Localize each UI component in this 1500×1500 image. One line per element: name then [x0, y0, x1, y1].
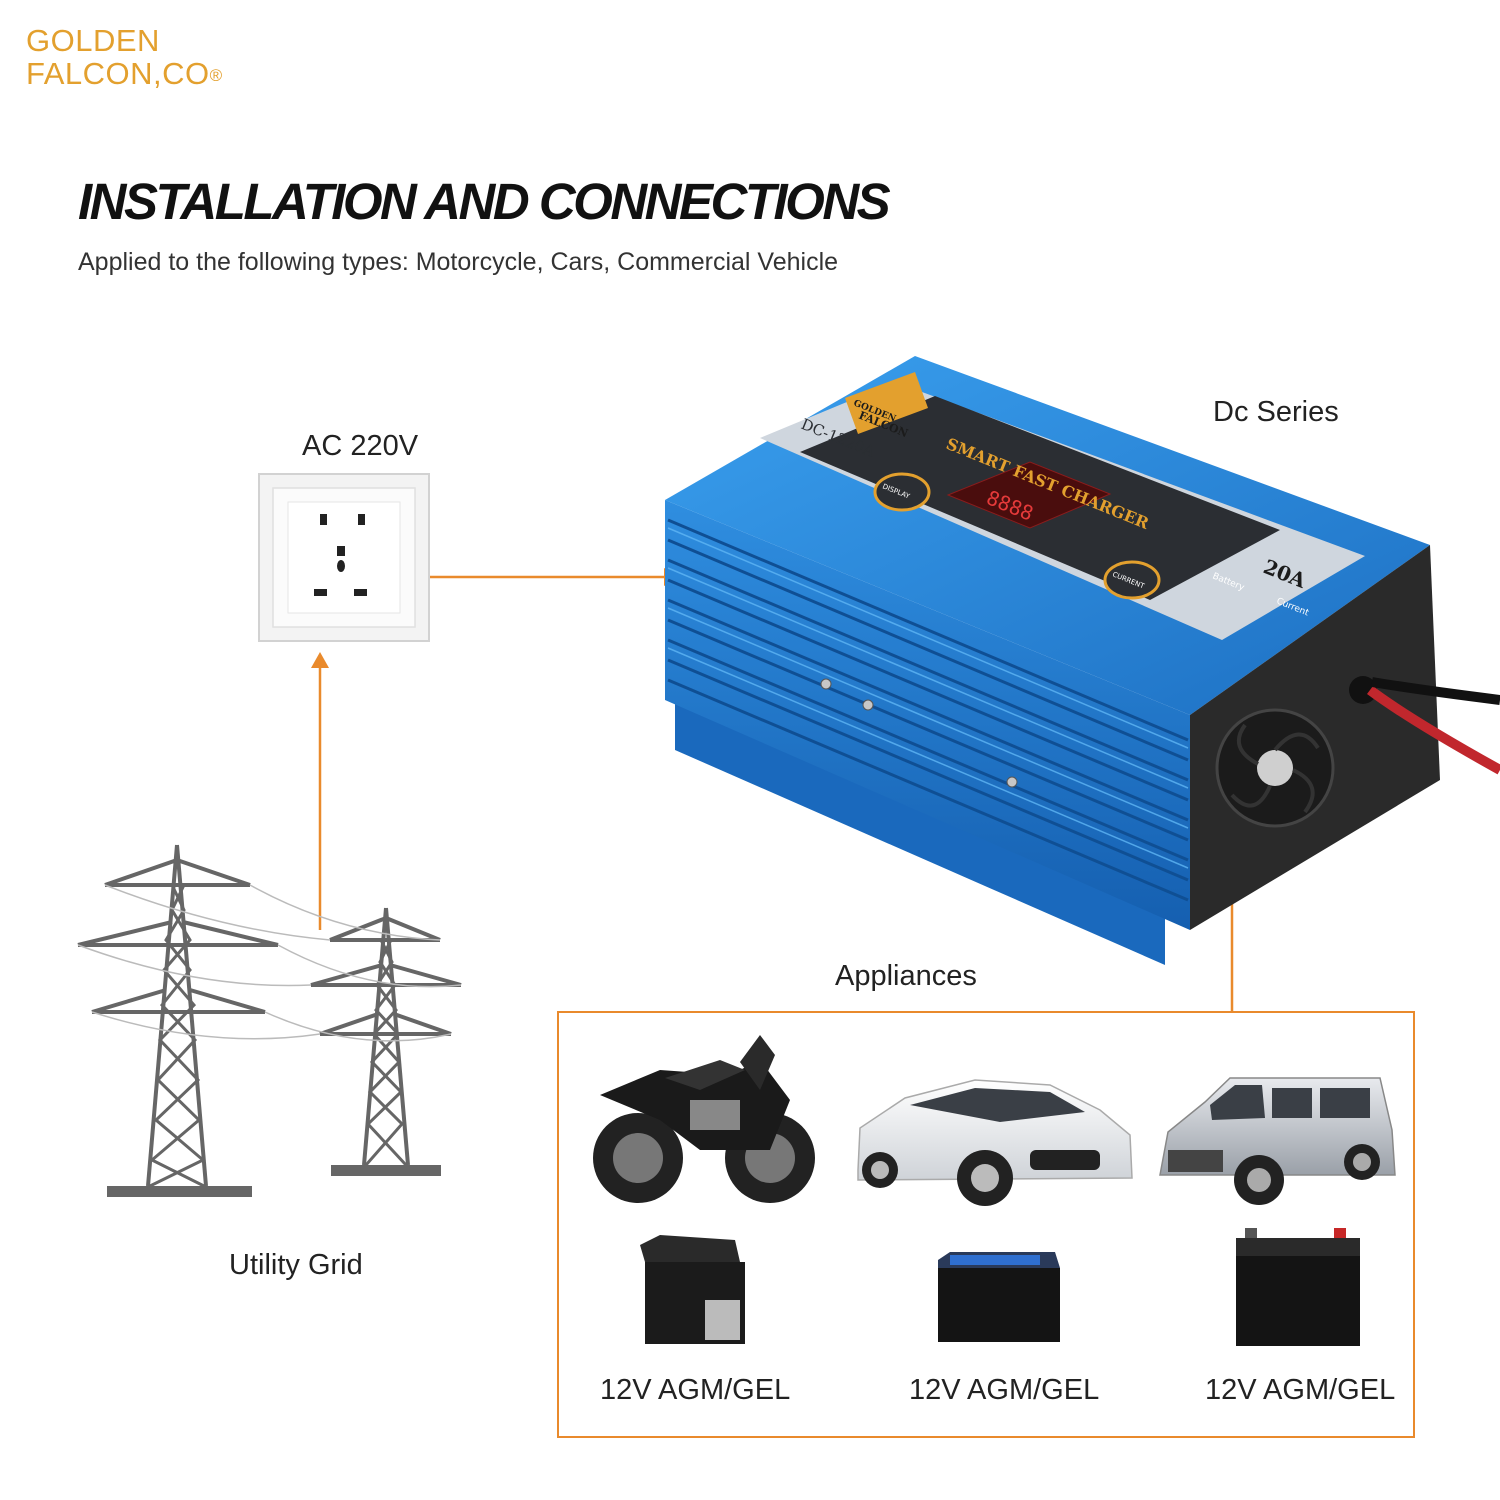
brand-line-1: GOLDEN — [26, 23, 160, 58]
appliances-box — [557, 1011, 1415, 1438]
registered-mark: ® — [209, 66, 223, 85]
brand-line-2: FALCON,CO® — [26, 56, 223, 91]
brand-logo: GOLDEN FALCON,CO® — [26, 24, 223, 90]
motorcycle-icon — [593, 1035, 815, 1203]
red-cable — [1367, 685, 1500, 775]
current-button[interactable] — [1103, 560, 1161, 600]
page-title: INSTALLATION AND CONNECTIONS — [78, 173, 891, 230]
power-tower-icon — [77, 844, 462, 1197]
utility-grid-label: Utility Grid — [229, 1249, 363, 1281]
arrow-up-icon — [311, 652, 329, 668]
appliances-label: Appliances — [835, 960, 977, 992]
car-icon — [857, 1079, 1133, 1206]
black-cable — [1371, 677, 1500, 705]
charger-label: Dc Series — [1213, 396, 1339, 428]
led-display — [946, 461, 1112, 529]
battery-label-motorcycle: 12V AGM/GEL — [600, 1374, 791, 1406]
battery-icon-car — [938, 1252, 1060, 1342]
power-lines — [77, 884, 462, 1042]
van-icon — [1159, 1077, 1396, 1205]
wall-socket-icon — [258, 473, 430, 642]
charger-device: 8888 — [665, 356, 1500, 965]
ac-source-label: AC 220V — [302, 430, 419, 462]
display-button[interactable] — [873, 472, 931, 512]
heatsink-fins — [667, 518, 1189, 902]
battery-icon-motorcycle — [640, 1235, 745, 1344]
battery-label-car: 12V AGM/GEL — [909, 1374, 1100, 1406]
battery-icon-van — [1236, 1228, 1360, 1346]
battery-label-van: 12V AGM/GEL — [1205, 1374, 1396, 1406]
page-subtitle: Applied to the following types: Motorcyc… — [78, 248, 839, 276]
